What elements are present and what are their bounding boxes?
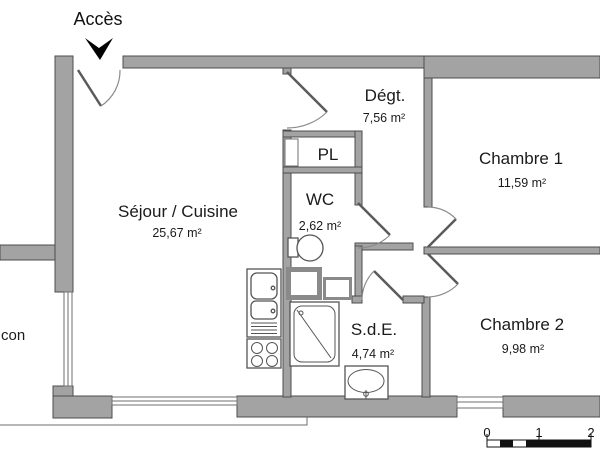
scale-tick-2: 2 xyxy=(587,425,594,440)
sejour-degt-door xyxy=(286,71,328,129)
cooktop-icon xyxy=(246,338,282,369)
shower-icon xyxy=(289,301,340,367)
balcony-label-partial: con xyxy=(1,327,25,344)
wall-chambre2-left xyxy=(421,296,431,398)
room-area-degt: 7,56 m² xyxy=(363,111,405,125)
access-arrow-icon xyxy=(85,38,113,60)
room-labels: Séjour / Cuisine 25,67 m² Dégt. 7,56 m² … xyxy=(1,86,564,361)
wc-door xyxy=(357,202,391,249)
room-label-wc: WC xyxy=(306,190,334,209)
windows xyxy=(0,291,504,426)
room-area-chambre1: 11,59 m² xyxy=(498,176,546,190)
walls xyxy=(0,55,600,419)
wall-left xyxy=(54,55,74,293)
chambre2-door xyxy=(427,253,459,298)
wall-pl-top xyxy=(282,130,363,138)
room-label-pl: PL xyxy=(318,145,339,164)
wall-sejour-divider xyxy=(282,129,292,398)
wall-corridor-south xyxy=(354,242,414,251)
room-label-degt: Dégt. xyxy=(365,86,406,105)
room-label-chambre2: Chambre 2 xyxy=(480,315,564,334)
wall-degt-door-stub xyxy=(282,67,292,75)
wall-bottom-right xyxy=(502,395,600,418)
wall-sde-top-right xyxy=(402,295,425,304)
access-label: Accès xyxy=(73,9,122,29)
terrace-edge-line xyxy=(0,417,308,426)
washbasin-icon xyxy=(344,365,389,400)
wall-top-chambre1 xyxy=(423,55,600,79)
wall-pl-bottom xyxy=(282,166,363,174)
room-area-sde: 4,74 m² xyxy=(352,347,394,361)
fixtures xyxy=(246,234,389,400)
doors xyxy=(76,69,459,301)
sde-door xyxy=(361,270,404,301)
scale-tick-0: 0 xyxy=(483,425,490,440)
wall-bottom-left-b xyxy=(52,395,113,419)
drainer-hatch xyxy=(251,322,277,334)
chambre1-door xyxy=(427,206,457,248)
wall-vestibule-left xyxy=(354,245,363,304)
scale-bar: 0 1 2 xyxy=(483,425,595,448)
wall-wc-right xyxy=(354,172,363,206)
pl-door xyxy=(284,138,299,167)
toilet-icon xyxy=(287,234,324,262)
entry-door xyxy=(76,69,121,107)
scale-tick-1: 1 xyxy=(535,425,542,440)
wall-chambre1-left xyxy=(423,77,433,208)
room-label-sde: S.d.E. xyxy=(351,320,397,339)
room-label-sejour: Séjour / Cuisine xyxy=(118,202,238,221)
kitchen-sink-icon xyxy=(246,268,282,338)
room-area-chambre2: 9,98 m² xyxy=(502,342,544,356)
duct-box-icon xyxy=(286,267,352,300)
room-area-wc: 2,62 m² xyxy=(299,219,341,233)
wall-chambre1-chambre2 xyxy=(423,246,600,255)
access-marker: Accès xyxy=(73,9,123,60)
room-label-chambre1: Chambre 1 xyxy=(479,149,563,168)
wall-balcony xyxy=(0,244,56,261)
room-area-sejour: 25,67 m² xyxy=(152,226,201,240)
wall-sde-top-left xyxy=(351,295,363,304)
